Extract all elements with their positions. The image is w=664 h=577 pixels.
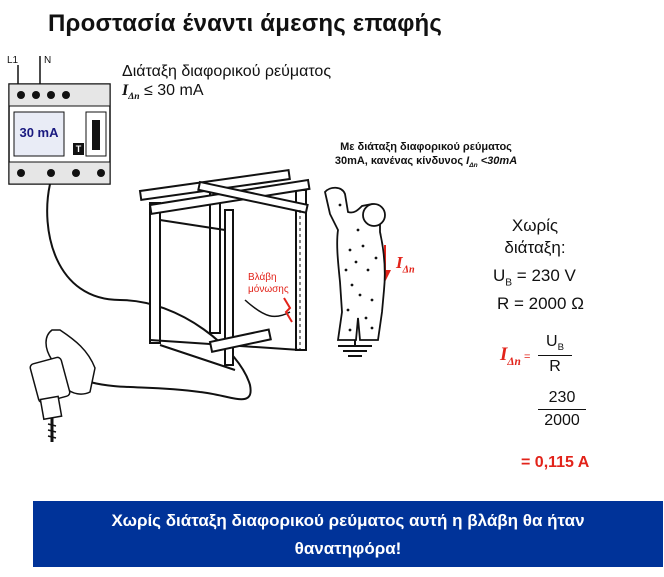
result-value: = 0,115 A: [521, 454, 590, 471]
rcd-label: Διάταξη διαφορικού ρεύματος IΔn ≤ 30 mA: [122, 62, 331, 106]
test-button-label: T: [73, 143, 84, 155]
rcd-device: [8, 83, 111, 185]
person-figure: [324, 186, 386, 341]
warning-banner: Χωρίς διάταξη διαφορικού ρεύματος αυτή η…: [33, 501, 663, 567]
banner-line1: Χωρίς διάταξη διαφορικού ρεύματος αυτή η…: [111, 511, 585, 530]
callout-line2: 30mA, κανένας κίνδυνος IΔn <30mA: [334, 155, 518, 170]
resistance-value: R = 2000 Ω: [497, 294, 584, 313]
internal-cable: [244, 299, 291, 318]
ground-icon: [338, 340, 372, 357]
formula-label: IΔn =: [500, 344, 531, 368]
rcd-label-line2: IΔn ≤ 30 mA: [122, 82, 204, 103]
formula-fraction: UB R: [538, 333, 572, 376]
fault-spark-icon: [283, 297, 293, 323]
rcd-callout: Με διάταξη διαφορικού ρεύματος 30mA, καν…: [306, 140, 546, 173]
fault-label: Βλάβη μόνωσης: [248, 272, 289, 295]
touch-voltage-value: UB = 230 V: [493, 266, 576, 289]
callout-line1: Με διάταξη διαφορικού ρεύματος: [340, 141, 512, 153]
n-label: N: [44, 55, 52, 66]
l1-label: L1: [7, 55, 19, 66]
supply-cable: [46, 183, 252, 401]
numeric-fraction: 230 2000: [538, 389, 586, 430]
page-title: Προστασία έναντι άμεσης επαφής: [48, 10, 443, 37]
metal-frame: [138, 168, 311, 371]
rcd-rating-label: 30 mA: [19, 125, 59, 140]
current-label: IΔn: [396, 253, 415, 276]
no-rcd-heading: Χωρίς διάταξη:: [504, 216, 566, 257]
banner-line2: θανατηφόρα!: [294, 539, 402, 558]
drill-icon: [29, 329, 96, 442]
rcd-label-line1: Διάταξη διαφορικού ρεύματος: [122, 63, 332, 80]
